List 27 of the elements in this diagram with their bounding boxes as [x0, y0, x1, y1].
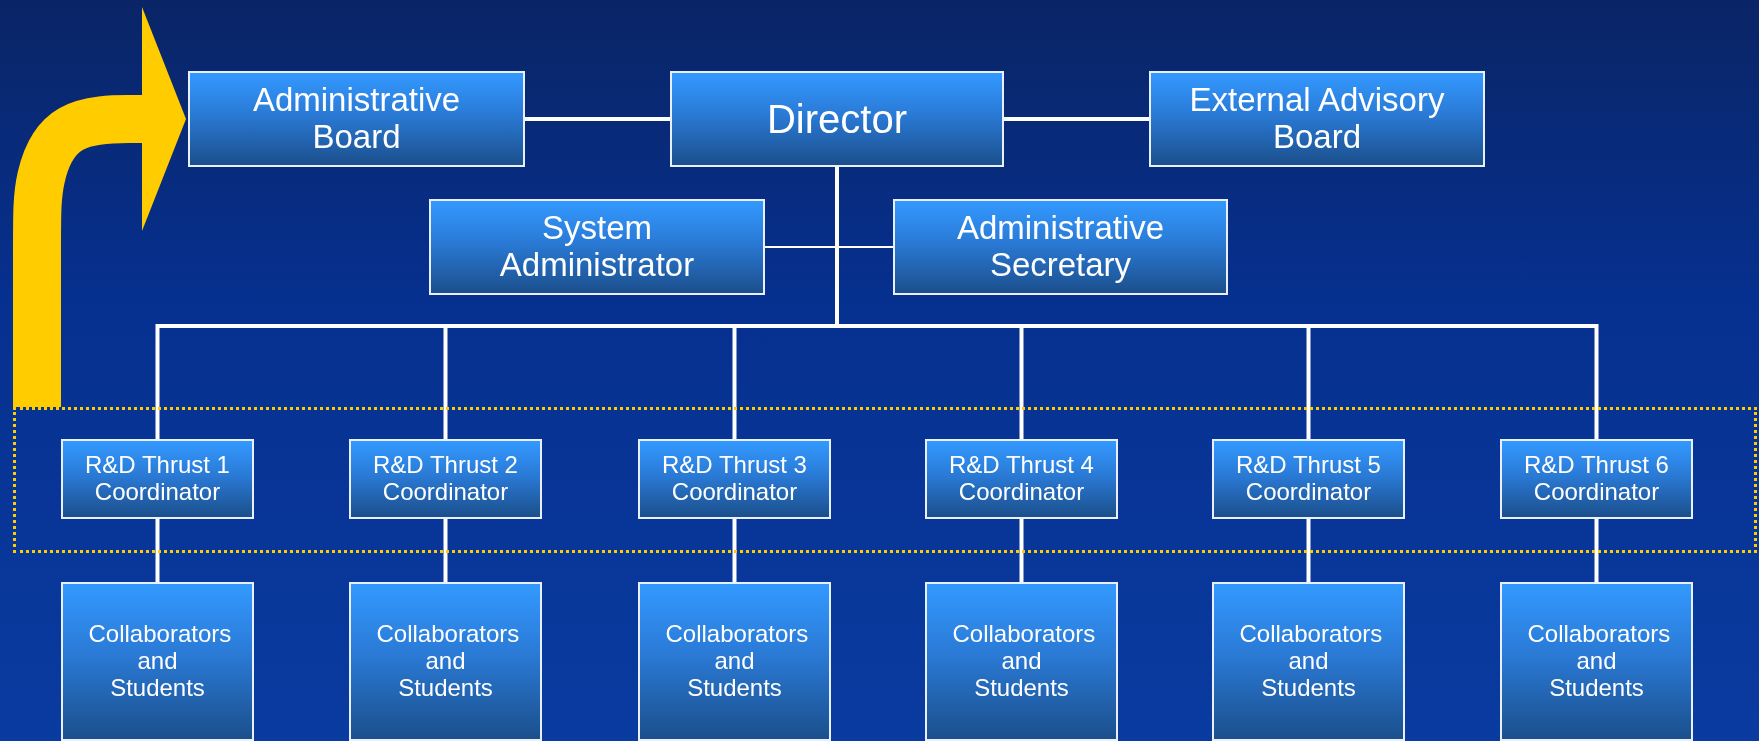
- connector-line: [1306, 519, 1311, 582]
- role-box: R&D Thrust 1 Coordinator: [61, 439, 254, 519]
- role-box: External Advisory Board: [1149, 71, 1485, 167]
- role-box: R&D Thrust 2 Coordinator: [349, 439, 542, 519]
- role-box: Administrative Board: [188, 71, 525, 167]
- connector-line: [1594, 519, 1599, 582]
- team-box: Collaborators and Students: [638, 582, 831, 741]
- role-box: Administrative Secretary: [893, 199, 1228, 295]
- team-box: Collaborators and Students: [61, 582, 254, 741]
- team-box: Collaborators and Students: [1500, 582, 1693, 741]
- team-box: Collaborators and Students: [349, 582, 542, 741]
- role-box: R&D Thrust 5 Coordinator: [1212, 439, 1405, 519]
- connector-line: [443, 519, 448, 582]
- connector-line: [155, 519, 160, 582]
- connector-line: [1019, 519, 1024, 582]
- team-box: Collaborators and Students: [925, 582, 1118, 741]
- team-box: Collaborators and Students: [1212, 582, 1405, 741]
- connector-line: [525, 117, 670, 121]
- role-box: System Administrator: [429, 199, 765, 295]
- connector-line: [1004, 117, 1149, 121]
- connector-line: [732, 519, 737, 582]
- role-box: R&D Thrust 3 Coordinator: [638, 439, 831, 519]
- role-box: R&D Thrust 6 Coordinator: [1500, 439, 1693, 519]
- curved-arrow: [13, 7, 186, 407]
- role-box: Director: [670, 71, 1004, 167]
- role-box: R&D Thrust 4 Coordinator: [925, 439, 1118, 519]
- group-outline: [13, 407, 1757, 553]
